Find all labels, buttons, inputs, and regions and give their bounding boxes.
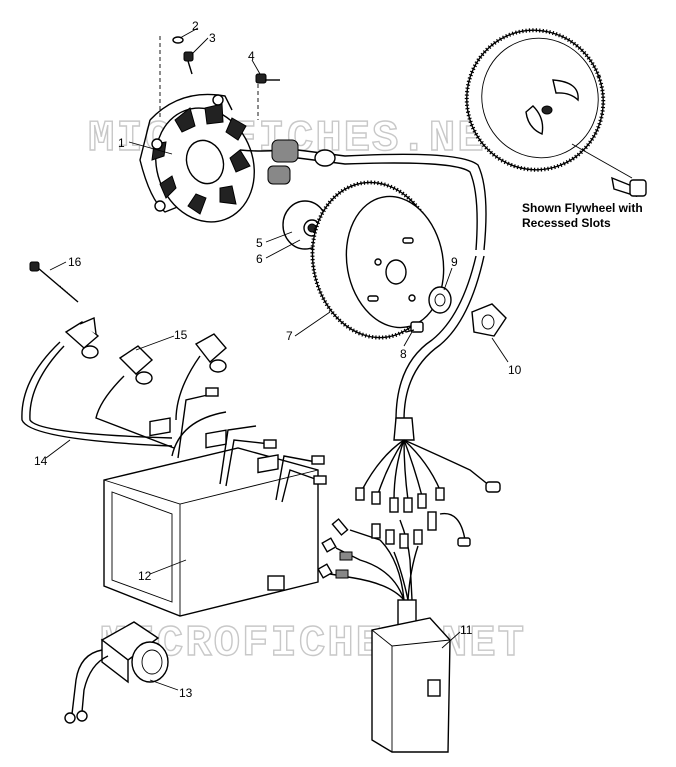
- long-screw: [29, 261, 79, 303]
- callout-5: 5: [256, 236, 263, 250]
- stator-assembly: [139, 93, 299, 223]
- callout-12: 12: [138, 569, 152, 583]
- caption-line-1: Shown Flywheel with: [522, 201, 643, 215]
- callout-3: 3: [209, 31, 216, 45]
- callout-2: 2: [192, 19, 199, 33]
- callout-14: 14: [34, 454, 48, 468]
- washer-and-screw: [159, 36, 280, 120]
- flywheel-nut-and-washer: [405, 286, 507, 337]
- ignition-coil: [103, 387, 327, 617]
- callout-13: 13: [179, 686, 193, 700]
- callout-16: 16: [68, 255, 82, 269]
- callout-11: 11: [460, 623, 473, 637]
- callout-6: 6: [256, 252, 263, 266]
- flywheel: [310, 180, 445, 340]
- flywheel-bolt: [571, 143, 647, 198]
- watermark-bottom: MICROFICHES.NET: [100, 619, 526, 669]
- flywheel-recessed-slots: [464, 28, 606, 172]
- callout-15: 15: [174, 328, 188, 342]
- wire-harness: [317, 439, 501, 601]
- leader-lines: [45, 27, 509, 691]
- spark-plug-leads: [21, 316, 227, 449]
- callout-4: 4: [248, 49, 255, 63]
- cdi-box: [371, 599, 451, 753]
- solenoid: [64, 621, 169, 724]
- caption-line-2: Recessed Slots: [522, 216, 611, 230]
- callout-10: 10: [508, 363, 522, 377]
- callout-7: 7: [286, 329, 293, 343]
- callout-1: 1: [118, 136, 125, 150]
- callout-8: 8: [400, 347, 407, 361]
- callout-9: 9: [451, 255, 458, 269]
